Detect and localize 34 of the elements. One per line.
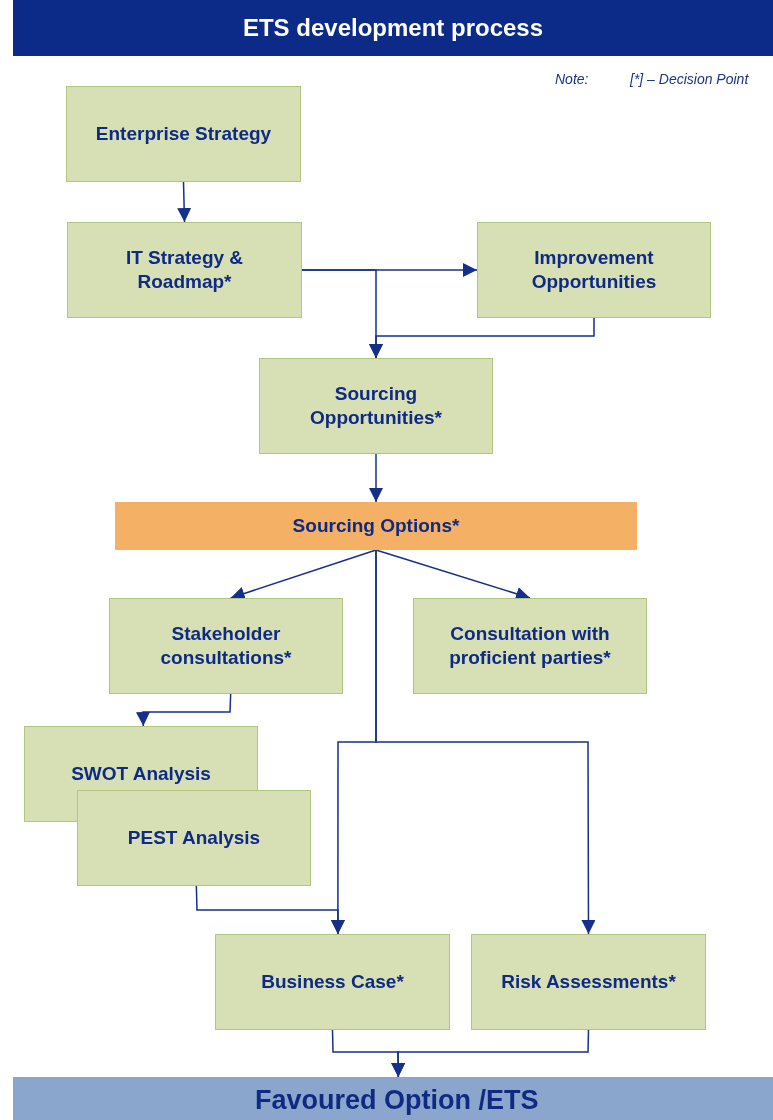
arrow xyxy=(369,317,595,359)
node-label: Improvement Opportunities xyxy=(530,246,658,294)
node-label: IT Strategy & Roadmap* xyxy=(124,246,245,294)
process-box xyxy=(109,598,343,694)
arrow xyxy=(375,549,596,935)
node-label: Favoured Option /ETS xyxy=(255,1084,539,1117)
process-box xyxy=(413,598,647,694)
node-label: Risk Assessments* xyxy=(501,970,676,994)
node-label: SWOT Analysis xyxy=(71,762,211,786)
node-label: Enterprise Strategy xyxy=(95,122,272,146)
result-band xyxy=(13,1077,773,1120)
title: ETS development process xyxy=(242,13,544,43)
process-box xyxy=(66,86,301,182)
note-text: [*] – Decision Point xyxy=(630,70,749,89)
node-label: Stakeholder consultations* xyxy=(159,622,293,670)
note-label: Note: xyxy=(555,70,589,89)
arrow xyxy=(136,693,232,727)
arrow xyxy=(391,1029,590,1078)
process-box xyxy=(77,790,311,886)
process-box xyxy=(215,934,450,1030)
arrow xyxy=(195,885,345,935)
process-box xyxy=(24,726,258,790)
process-box xyxy=(471,934,706,1030)
process-box xyxy=(477,222,711,318)
arrow xyxy=(177,181,192,223)
process-box xyxy=(67,222,302,318)
arrow xyxy=(369,453,383,503)
process-box xyxy=(259,358,493,454)
options-bar xyxy=(115,502,637,550)
node-label: Sourcing Opportunities* xyxy=(309,382,443,430)
node-label: Consultation with proficient parties* xyxy=(448,622,612,670)
node-label: Business Case* xyxy=(261,970,404,994)
node-label: Sourcing Options* xyxy=(292,514,460,538)
node-label: PEST Analysis xyxy=(127,826,261,850)
